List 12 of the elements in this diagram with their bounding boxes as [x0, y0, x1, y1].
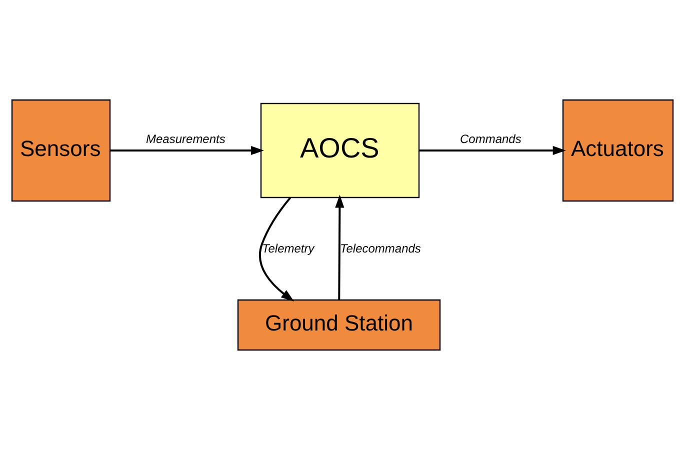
arrow [335, 194, 344, 300]
arrow [259, 197, 294, 302]
node-box: Sensors [11, 99, 111, 202]
node-box: AOCS [260, 102, 420, 198]
arrow [110, 146, 264, 156]
edge-label: Measurements [146, 132, 226, 146]
node-box: Actuators [562, 99, 674, 202]
edge-label: Telemetry [262, 242, 314, 256]
arrow [419, 146, 566, 156]
edge-label: Telecommands [340, 242, 421, 256]
node-box: Ground Station [237, 299, 441, 351]
edge-label: Commands [460, 132, 522, 146]
